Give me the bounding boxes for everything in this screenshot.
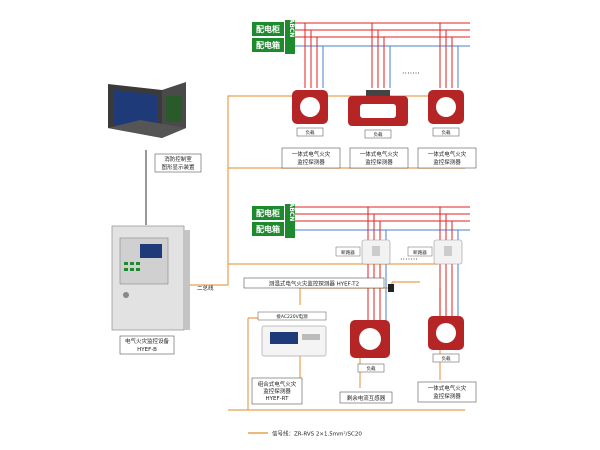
- box-label: 配电箱: [256, 40, 280, 50]
- ellipsis-mid: ·······: [400, 255, 418, 264]
- top-detector-1: 负载 一体式电气火灾 监控探测器: [281, 90, 341, 169]
- combined-label-line2: 监控探测器: [263, 387, 291, 395]
- breaker-label: 断路器: [413, 249, 427, 256]
- breaker-label: 断路器: [341, 249, 355, 256]
- cabinet-label-box: [252, 22, 284, 36]
- legend: 信号线：ZR-RVS 2×1.5mm²/SC20: [248, 430, 362, 438]
- detector-label-line2: 监控探测器: [433, 392, 461, 400]
- breaker-2: 断路器: [407, 239, 463, 265]
- box-label: 配电箱: [256, 224, 280, 234]
- workstation-label-line2: 图形显示装置: [161, 163, 195, 171]
- phase-letters: ABCN: [288, 19, 295, 38]
- ellipsis-top: ·······: [402, 69, 420, 78]
- top-detector-3: 负载 一体式电气火灾 监控探测器: [417, 90, 477, 169]
- residual-ct: 负载 剩余电流互感器: [339, 320, 393, 404]
- detector-label-line1: 一体式电气火灾: [428, 384, 467, 392]
- cabinet-label: 配电柜: [256, 208, 280, 218]
- workstation-label-line1: 消防控制室: [164, 155, 192, 163]
- load-label: 负载: [367, 365, 376, 372]
- detector-label-line1: 一体式电气火灾: [292, 150, 331, 158]
- box-label-box: [252, 38, 284, 52]
- combined-detector: 接AC220V电源 组合式电气火灾 监控探测器 HYEF-RT: [251, 311, 327, 405]
- panel-top: 配电柜 配电箱 ABCN ·······: [252, 19, 470, 88]
- combined-label-line1: 组合式电气火灾: [258, 380, 297, 388]
- bottom-detector: 负载 一体式电气火灾 监控探测器: [417, 316, 477, 403]
- detector-label-line1: 一体式电气火灾: [428, 150, 467, 158]
- power-label: 接AC220V电源: [276, 313, 308, 320]
- load-label: 负载: [374, 131, 383, 138]
- cabinet-label: 配电柜: [256, 24, 280, 34]
- host-cabinet: 电气火灾监控设备 HYEF-B: [111, 225, 190, 355]
- phase-letters: ABCN: [288, 203, 295, 222]
- workstation-monitor: 消防控制室 图形显示装置: [108, 82, 202, 173]
- top-detector-2: 负载 一体式电气火灾 监控探测器: [348, 90, 409, 169]
- detector-label-line2: 监控探测器: [433, 158, 461, 166]
- bus-label: 二总线: [197, 284, 214, 292]
- panel-mid: 配电柜 配电箱 ABCN ·······: [252, 203, 470, 330]
- temp-detector-label: 测温式电气火灾监控探测器 HYEF-T2: [269, 280, 359, 288]
- legend-text: 信号线：ZR-RVS 2×1.5mm²/SC20: [272, 430, 362, 438]
- host-label-line2: HYEF-B: [137, 347, 157, 353]
- breaker-1: 断路器: [335, 239, 391, 265]
- load-label: 负载: [306, 129, 315, 136]
- residual-label: 剩余电流互感器: [347, 394, 386, 402]
- load-label: 负载: [442, 355, 451, 362]
- host-label-line1: 电气火灾监控设备: [125, 337, 170, 345]
- temp-sensor: [388, 284, 394, 292]
- temp-detector-box: [243, 277, 385, 289]
- phase-bar: [285, 20, 295, 54]
- load-label: 负载: [442, 129, 451, 136]
- detector-label-line1: 一体式电气火灾: [360, 150, 399, 158]
- detector-label-line2: 监控探测器: [365, 158, 393, 166]
- detector-label-line2: 监控探测器: [297, 158, 325, 166]
- combined-label-line3: HYEF-RT: [266, 396, 290, 402]
